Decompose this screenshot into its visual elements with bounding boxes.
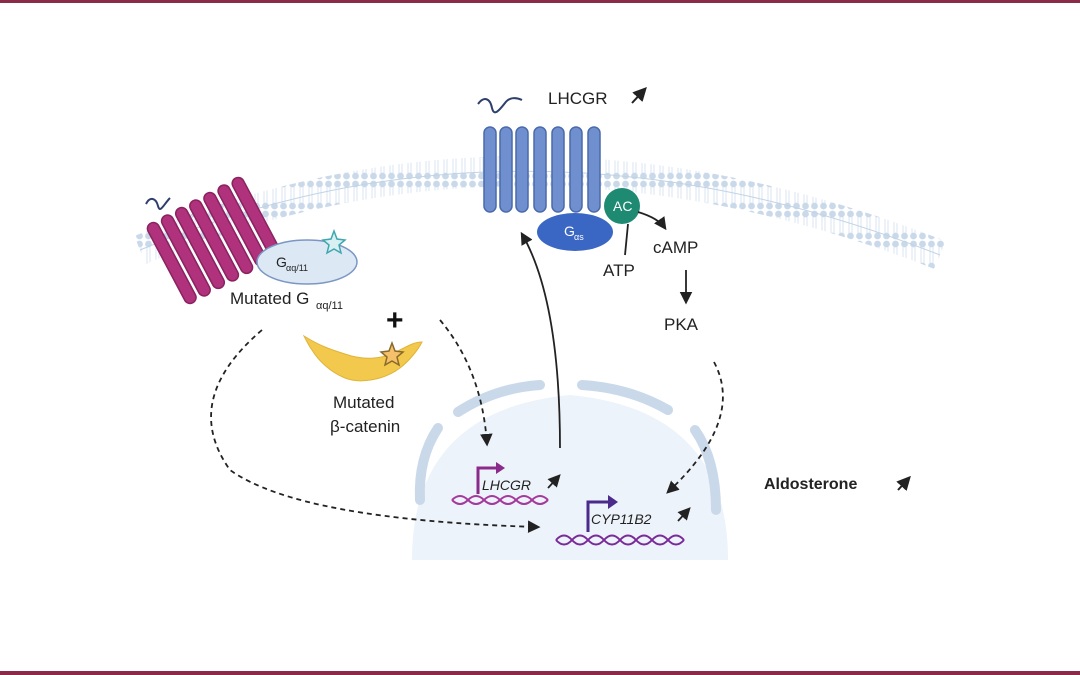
gaq-mutation-star-icon [321, 228, 347, 255]
pka-label: PKA [664, 315, 699, 334]
cyp11b2-up-arrow-icon [677, 507, 691, 522]
gas-protein: G αs [537, 213, 613, 251]
gas-sub-label: αs [574, 232, 584, 242]
plus-sign: + [386, 304, 404, 337]
aldosterone-label: Aldosterone [764, 476, 857, 493]
gas-main-label: G [564, 223, 575, 239]
mutated-catenin-label-1: Mutated [333, 393, 394, 412]
gq-receptor [145, 176, 282, 305]
lhcgr-gene-dna [451, 462, 549, 505]
nucleus [412, 380, 728, 560]
gaq-to-cyp11b2-dashed-arrow [210, 329, 541, 533]
lhcgr-receptor [477, 97, 601, 213]
cyp11b2-gene-dna [555, 495, 685, 546]
gaq-sub-label: αq/11 [286, 263, 308, 273]
ac-enzyme: AC [604, 188, 640, 224]
lhcgr-up-arrow-icon [631, 86, 647, 104]
gaq-main-label: G [276, 254, 287, 270]
mutated-catenin-label-2: β-catenin [330, 417, 400, 436]
atp-label: ATP [603, 261, 635, 280]
catenin-mutation-star-icon [379, 340, 405, 367]
lhcgr-gene-up-arrow-icon [547, 474, 561, 489]
mutated-gaq-sub-label: αq/11 [316, 300, 343, 312]
atp-line [624, 223, 629, 256]
top-border [0, 0, 1080, 3]
mutated-gaq-label: Mutated G [230, 289, 309, 308]
camp-label: cAMP [653, 238, 698, 257]
gaq-protein: G αq/11 [256, 239, 358, 285]
lhcgr-label: LHCGR [548, 89, 608, 108]
ac-label: AC [613, 198, 632, 214]
ac-to-camp-arrow [637, 211, 667, 231]
aldosterone-up-arrow-icon [896, 475, 911, 491]
catenin-to-lhcgr-dashed-arrow [439, 319, 493, 447]
lhcgr-expression-arrow [520, 231, 561, 449]
bottom-border [0, 671, 1080, 675]
pka-to-cyp11b2-dashed-arrow [666, 361, 724, 494]
lhcgr-gene-label: LHCGR [482, 477, 531, 493]
beta-catenin-icon [302, 334, 423, 382]
cyp11b2-gene-label: CYP11B2 [591, 511, 652, 527]
